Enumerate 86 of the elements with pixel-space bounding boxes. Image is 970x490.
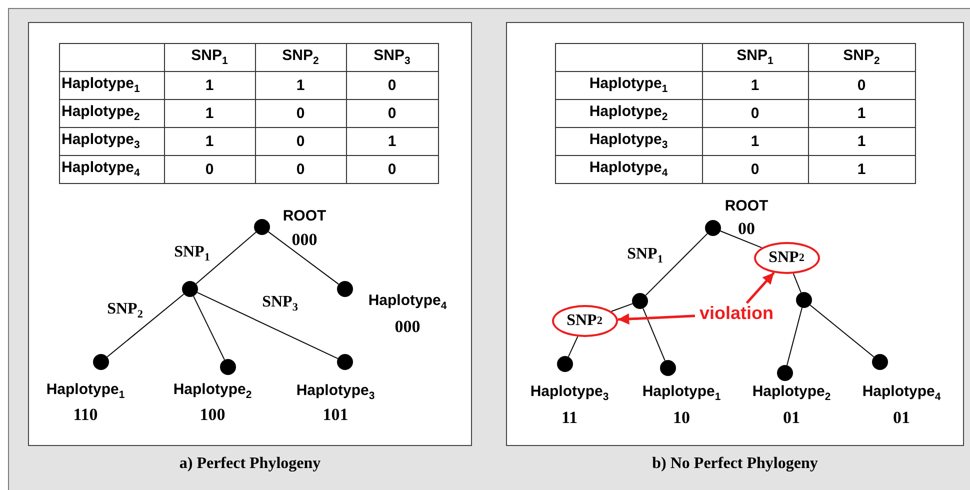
panel-caption: a) Perfect Phylogeny <box>179 455 321 473</box>
node-value: 100 <box>200 404 226 424</box>
table-cell: 0 <box>346 71 438 99</box>
tree-node-dot <box>182 280 198 296</box>
table-cell: 0 <box>164 155 255 183</box>
table-cell: 1 <box>702 71 808 99</box>
column-header: SNP$_{1}$ <box>702 43 808 71</box>
table-cell: 0 <box>346 155 438 183</box>
table-cell: 0 <box>702 155 808 183</box>
table-cell: 0 <box>346 99 438 127</box>
row-header: Haplotype$_{2}$ <box>59 99 164 127</box>
node-label: ROOT <box>724 197 768 214</box>
column-header: SNP$_{2}$ <box>255 43 346 71</box>
table-cell: 1 <box>808 127 915 155</box>
branch-line <box>642 308 666 362</box>
tree-node-dot <box>872 354 888 370</box>
node-label: Haplotype$_{1}$ <box>642 382 721 402</box>
node-value: 000 <box>394 316 420 336</box>
row-header: Haplotype$_{1}$ <box>59 71 164 99</box>
tree-node-dot <box>336 354 352 370</box>
panel-caption: b) No Perfect Phylogeny <box>652 455 818 473</box>
column-header: SNP$_{3}$ <box>346 43 438 71</box>
branch-line <box>568 336 578 358</box>
node-label: Haplotype$_{4}$ <box>862 382 941 402</box>
node-value: 01 <box>783 408 800 428</box>
branch-line <box>196 232 256 284</box>
table-cell: 1 <box>164 99 255 127</box>
tree-node-dot <box>632 292 648 308</box>
column-header: SNP$_{1}$ <box>164 43 255 71</box>
branch-line <box>610 303 633 312</box>
tree-node-dot <box>556 356 572 372</box>
arrow <box>746 272 775 304</box>
node-label: Haplotype$_{1}$ <box>46 380 125 400</box>
tree-node-dot <box>336 280 352 296</box>
tree-node-dot <box>92 354 108 370</box>
branch-line <box>810 304 874 358</box>
branch-line <box>720 230 762 248</box>
branch-line <box>792 273 802 294</box>
tree-node-dot <box>704 220 720 236</box>
node-label: Haplotype$_{2}$ <box>173 380 252 400</box>
node-value: 110 <box>73 404 98 424</box>
node-label: Haplotype$_{3}$ <box>296 382 375 402</box>
row-header: Haplotype$_{2}$ <box>555 99 702 127</box>
node-label: Haplotype$_{3}$ <box>530 382 609 402</box>
node-label: ROOT <box>282 207 326 224</box>
node-value: 101 <box>322 404 348 424</box>
table-cell: 1 <box>255 71 346 99</box>
tree-node-dot <box>220 358 236 374</box>
branch-line <box>786 307 802 366</box>
table-cell: 1 <box>808 99 915 127</box>
table-cell: 1 <box>346 127 438 155</box>
table-cell: 1 <box>164 127 255 155</box>
panel-frame <box>506 22 964 446</box>
column-header: SNP$_{2}$ <box>808 43 915 71</box>
node-value: 11 <box>561 408 578 428</box>
table-cell: 0 <box>808 71 915 99</box>
branch-line <box>645 233 708 296</box>
tree-node-dot <box>776 364 792 380</box>
node-label: Haplotype$_{2}$ <box>752 382 831 402</box>
branch-line <box>193 296 225 360</box>
node-value: 00 <box>738 218 755 238</box>
arrow <box>618 313 696 325</box>
row-header: Haplotype$_{3}$ <box>555 127 702 155</box>
branch-line <box>196 292 338 360</box>
panel-frame <box>28 22 472 446</box>
node-value: 01 <box>893 408 910 428</box>
table-cell: 0 <box>255 99 346 127</box>
row-header: Haplotype$_{4}$ <box>555 155 702 183</box>
annotation-text: violation <box>694 302 778 324</box>
tree-node-dot <box>660 360 676 376</box>
branch-line <box>268 231 340 285</box>
row-header: Haplotype$_{3}$ <box>59 127 164 155</box>
table-cell: 1 <box>702 127 808 155</box>
branch-line <box>106 294 184 358</box>
node-value: 10 <box>673 408 690 428</box>
table-cell: 0 <box>255 155 346 183</box>
row-header: Haplotype$_{1}$ <box>555 71 702 99</box>
node-value: 000 <box>292 230 318 250</box>
table-cell: 1 <box>808 155 915 183</box>
tree-node-dot <box>254 218 270 234</box>
node-label: Haplotype$_{4}$ <box>368 292 447 312</box>
table-cell: 0 <box>255 127 346 155</box>
row-header: Haplotype$_{4}$ <box>59 155 164 183</box>
table-cell: 1 <box>164 71 255 99</box>
table-cell: 0 <box>702 99 808 127</box>
tree-node-dot <box>796 292 812 308</box>
